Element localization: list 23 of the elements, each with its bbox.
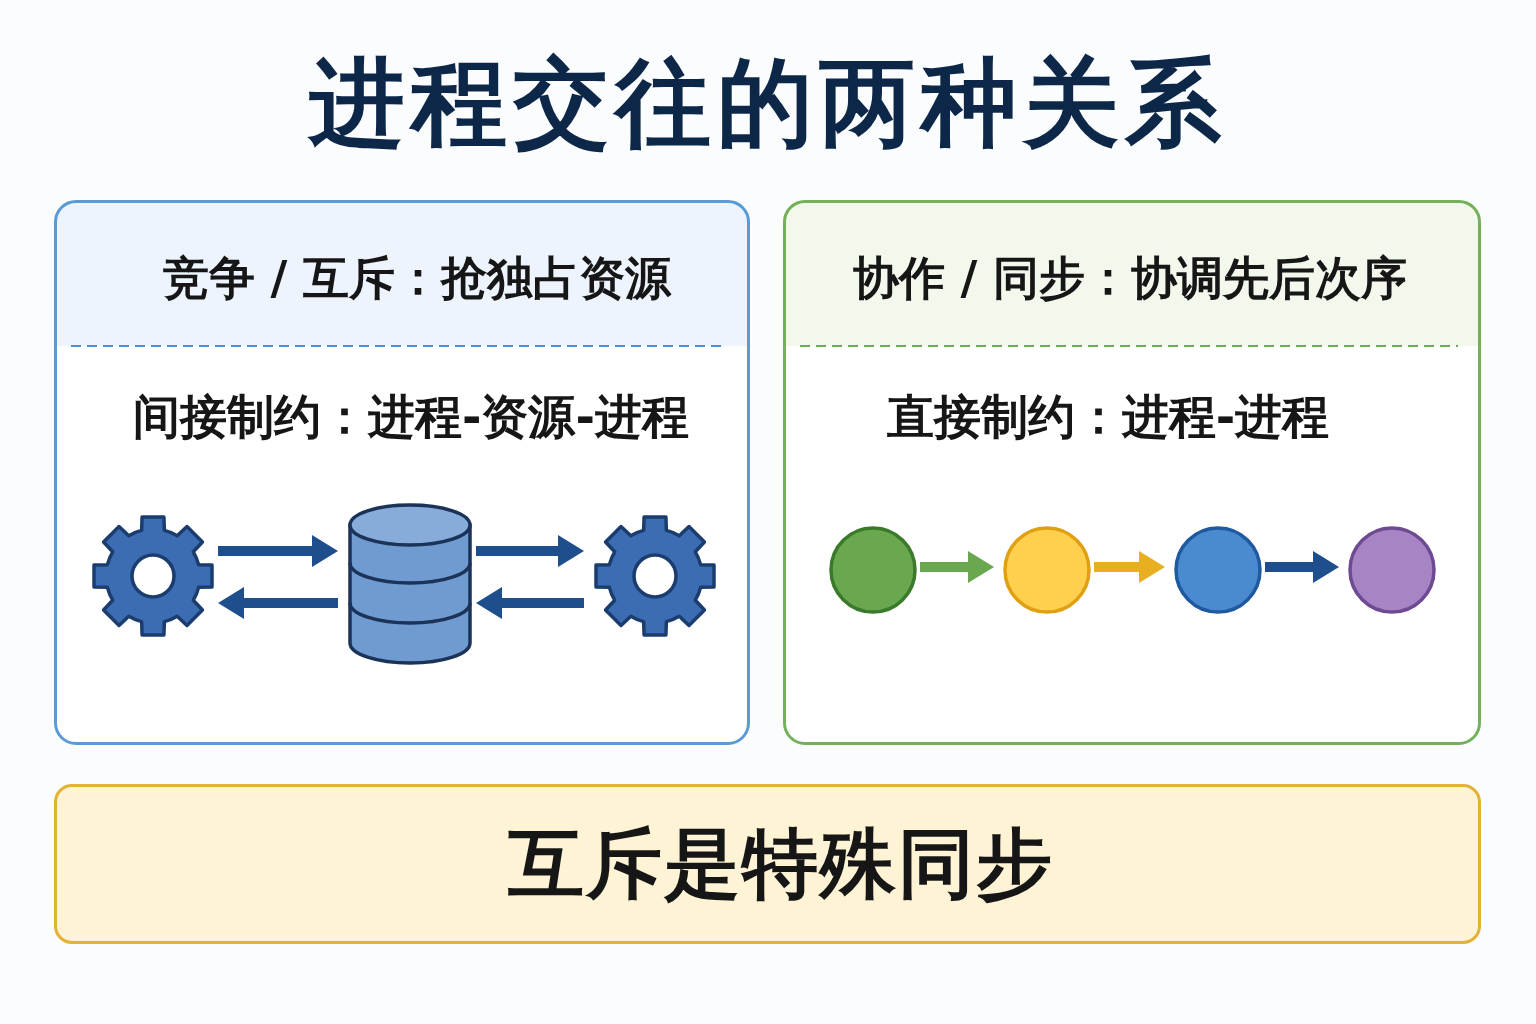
panel <box>783 200 1481 745</box>
arrow <box>920 551 994 583</box>
panel <box>54 200 750 745</box>
arrow <box>218 587 338 619</box>
gear-icon <box>593 514 717 638</box>
panel-heading: 协作 / 同步：协调先后次序 <box>852 253 1408 305</box>
process-circle <box>829 526 917 614</box>
arrow <box>476 535 584 567</box>
banner-text: 互斥是特殊同步 <box>507 821 1054 907</box>
title: 进程交往的两种关系 <box>309 50 1227 158</box>
arrow <box>218 535 338 567</box>
process-circle <box>1003 526 1091 614</box>
panel-heading: 竞争 / 互斥：抢独占资源 <box>162 253 672 305</box>
arrow <box>1094 551 1165 583</box>
banner <box>54 784 1481 944</box>
process-circle <box>1348 526 1436 614</box>
process-circle <box>1174 526 1262 614</box>
arrow <box>476 587 584 619</box>
panel-text: 间接制约：进程-资源-进程 <box>133 391 689 444</box>
panel-text: 直接制约：进程-进程 <box>886 391 1330 444</box>
gear-icon <box>91 514 215 638</box>
database-cylinder <box>347 501 473 665</box>
arrow <box>1265 551 1339 583</box>
